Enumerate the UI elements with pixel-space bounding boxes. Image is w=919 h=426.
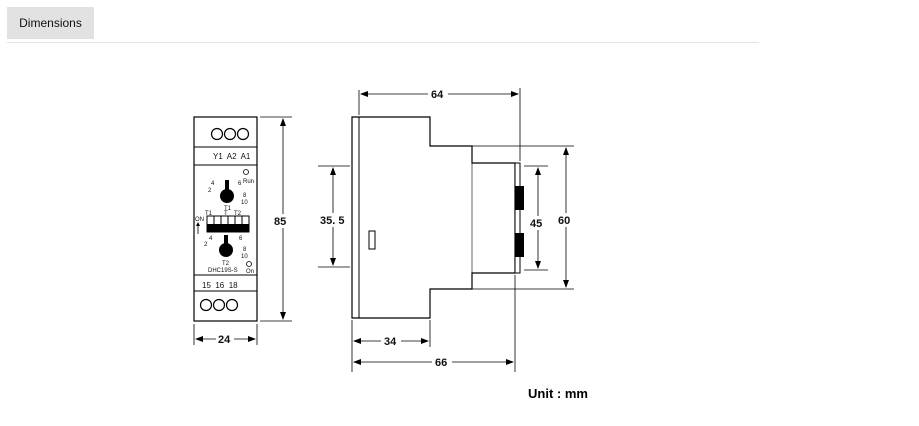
right-height-dimension: 60 <box>558 215 570 227</box>
dip-switch-block <box>206 215 250 233</box>
din-rail <box>514 162 521 274</box>
top-terminal-labels: Y1 A2 A1 <box>213 152 251 161</box>
terminal-screw-icon <box>210 127 224 141</box>
terminal-screw-icon <box>225 298 239 312</box>
terminal-screw-icon <box>223 127 237 141</box>
bottom-inner-dimension: 34 <box>384 336 397 348</box>
side-slot <box>368 230 376 250</box>
on-label: ON <box>195 217 204 223</box>
svg-text:2: 2 <box>204 242 208 248</box>
rail-clip <box>515 186 524 210</box>
svg-text:2: 2 <box>208 188 212 194</box>
front-view: Y1 A2 A1 Run 2 4 6 8 10 T1 T1 T T2 ON <box>193 116 292 346</box>
svg-text:T: T <box>224 211 228 217</box>
knob-icon <box>219 243 233 257</box>
dial-t1: 2 4 6 8 10 T1 <box>208 180 248 212</box>
side-body-outline <box>351 116 516 319</box>
bottom-terminal-labels: 15 16 18 <box>202 281 238 290</box>
svg-text:10: 10 <box>241 200 248 206</box>
terminal-screw-icon <box>236 127 250 141</box>
run-label: Run <box>243 179 254 185</box>
svg-text:T2: T2 <box>234 211 242 217</box>
side-view: 64 35. 5 45 60 34 66 <box>318 87 576 372</box>
svg-text:8: 8 <box>243 193 247 199</box>
top-width-dimension: 64 <box>431 89 444 101</box>
on-led-icon <box>246 261 252 267</box>
model-label: DHC19S-S <box>208 268 238 274</box>
terminal-screw-icon <box>199 298 213 312</box>
dial1-label: T1 <box>224 206 232 212</box>
height-dimension: 85 <box>274 216 286 228</box>
rail-dimension: 45 <box>530 218 542 230</box>
run-led-icon <box>243 169 249 175</box>
svg-text:6: 6 <box>239 236 243 242</box>
knob-icon <box>220 189 234 203</box>
dial-t2: 2 4 6 8 10 T2 <box>204 235 248 267</box>
dial2-label: T2 <box>222 261 230 267</box>
svg-text:4: 4 <box>211 181 215 187</box>
on-indicator-label: On <box>246 269 254 275</box>
svg-text:8: 8 <box>243 247 247 253</box>
bottom-outer-dimension: 66 <box>435 357 447 369</box>
svg-text:4: 4 <box>209 236 213 242</box>
left-height-dimension: 35. 5 <box>320 215 344 227</box>
header-divider <box>7 42 759 43</box>
svg-text:10: 10 <box>241 254 248 260</box>
width-dimension: 24 <box>218 334 231 346</box>
terminal-screw-icon <box>212 298 226 312</box>
svg-text:6: 6 <box>238 181 242 187</box>
dimensions-tab[interactable]: Dimensions <box>7 7 94 39</box>
svg-text:T1: T1 <box>205 211 213 217</box>
unit-label: Unit : mm <box>528 386 588 401</box>
rail-clip <box>515 233 524 257</box>
